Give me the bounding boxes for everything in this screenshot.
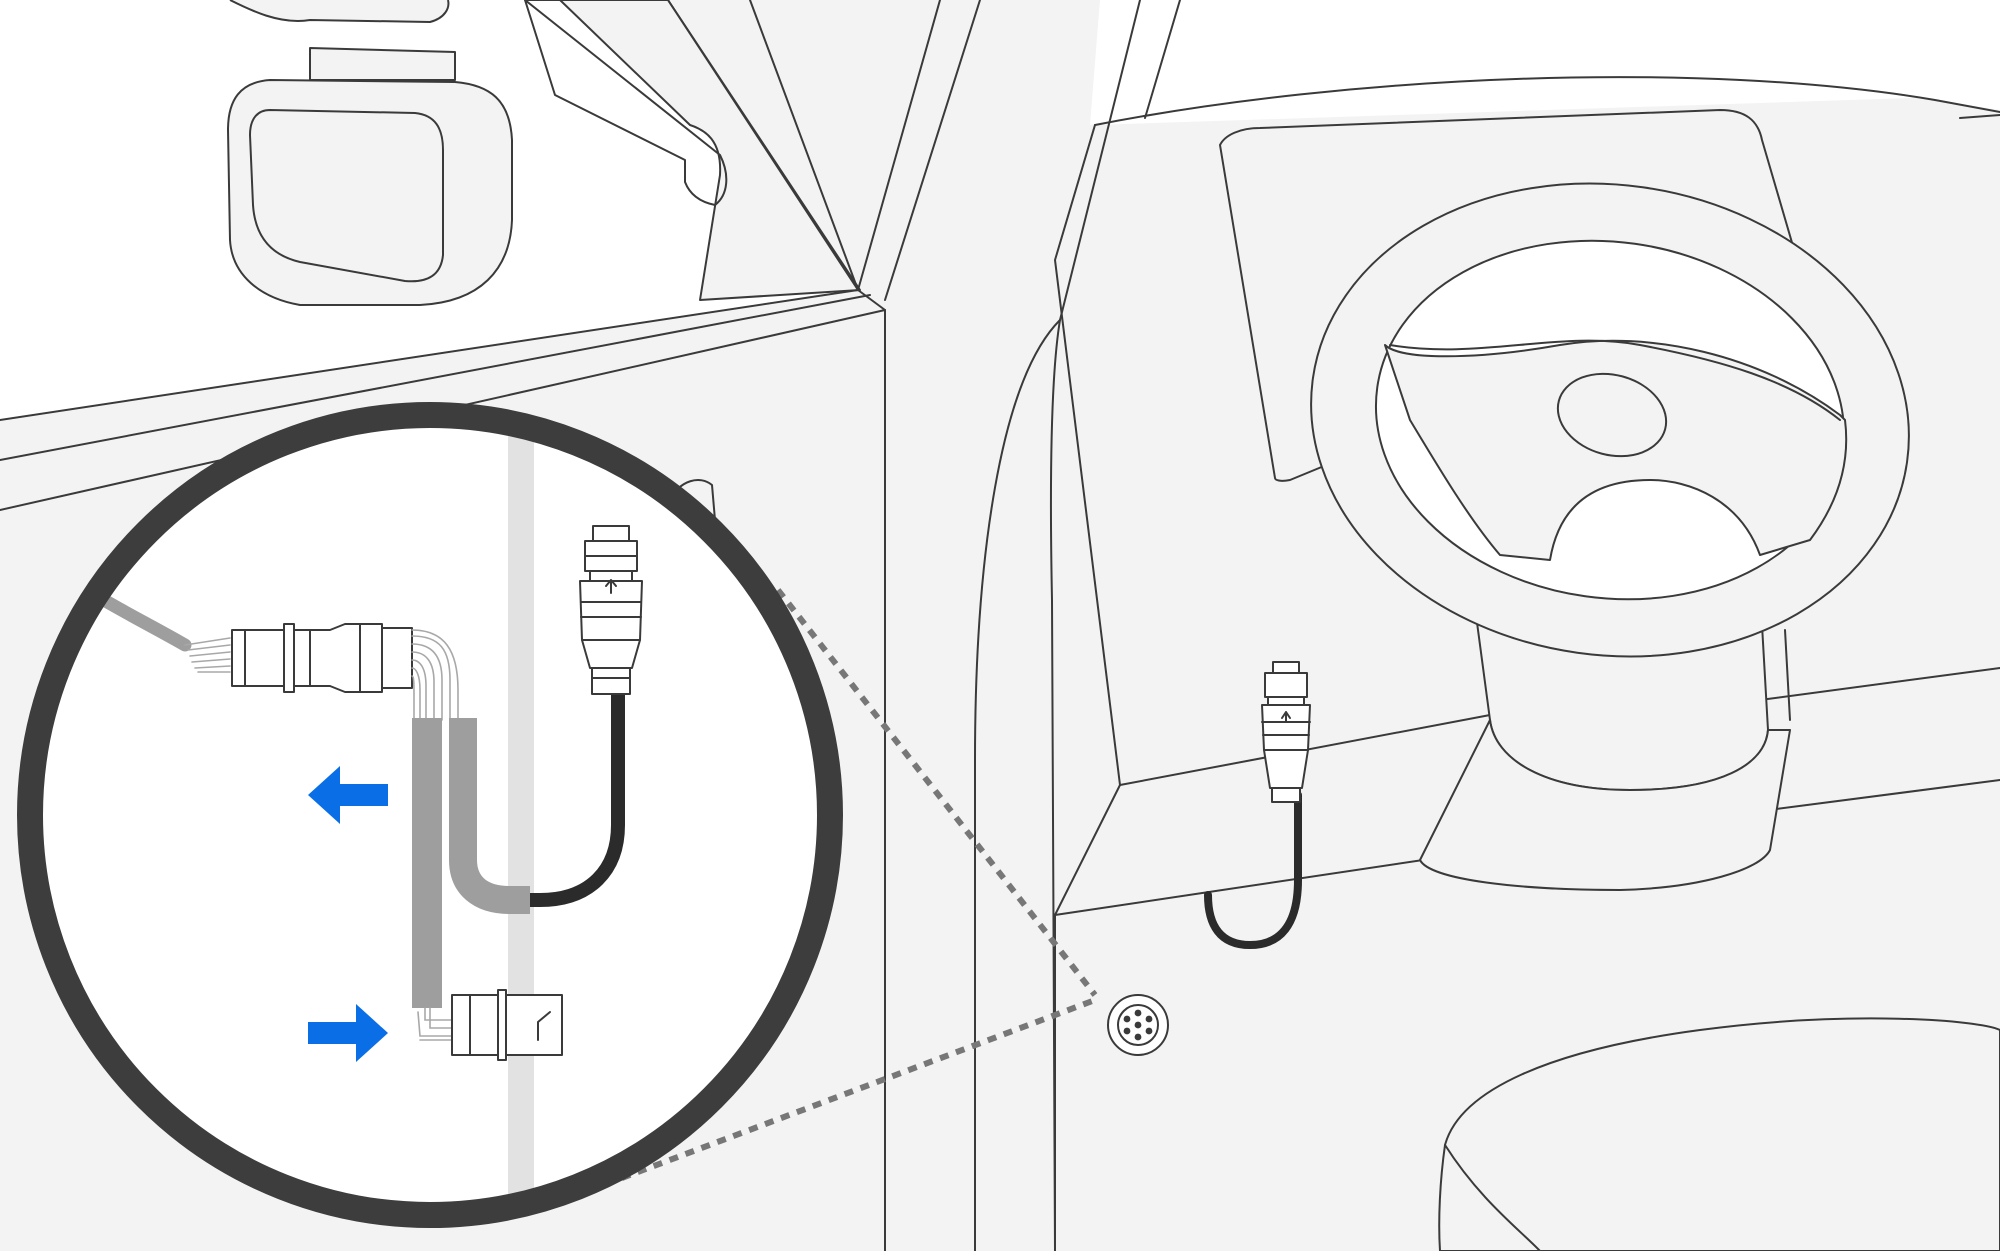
rear-view-mirror (227, 0, 513, 306)
adapter-plug (417, 989, 563, 1061)
dash-connector (1261, 661, 1311, 803)
callout-line-bottom (588, 997, 1097, 1193)
driver-seat (1438, 1017, 2000, 1251)
vehicle-connector (231, 623, 413, 693)
magnifier-ring (17, 402, 843, 1228)
dash-cable (1204, 791, 1302, 950)
steering-wheel (1310, 182, 1910, 658)
connect-arrow (308, 1004, 388, 1062)
harness-wires-left (184, 637, 231, 673)
adapter-cable (530, 690, 625, 907)
a-pillar (524, 0, 1181, 321)
adapter-connector (579, 525, 643, 695)
connector-unlock-arrow-icon (605, 579, 617, 594)
diagnostic-port-icon[interactable] (1107, 994, 1169, 1056)
disconnect-arrow (308, 766, 388, 824)
port-pins (1123, 1009, 1153, 1041)
harness-cable-down (412, 718, 442, 1008)
dash-cable-assembly (1204, 661, 1311, 950)
magnifier-callout (17, 402, 1098, 1228)
harness-wires-bend (411, 629, 459, 721)
connector-unlock-arrow-icon (1281, 711, 1291, 722)
magnified-view (63, 420, 643, 1213)
harness-cable-loop (449, 718, 530, 914)
trim-strip (508, 420, 534, 1213)
callout-line-top (775, 588, 1098, 997)
upper-right-glass (1090, 0, 2000, 125)
door-frame (884, 309, 1061, 1251)
